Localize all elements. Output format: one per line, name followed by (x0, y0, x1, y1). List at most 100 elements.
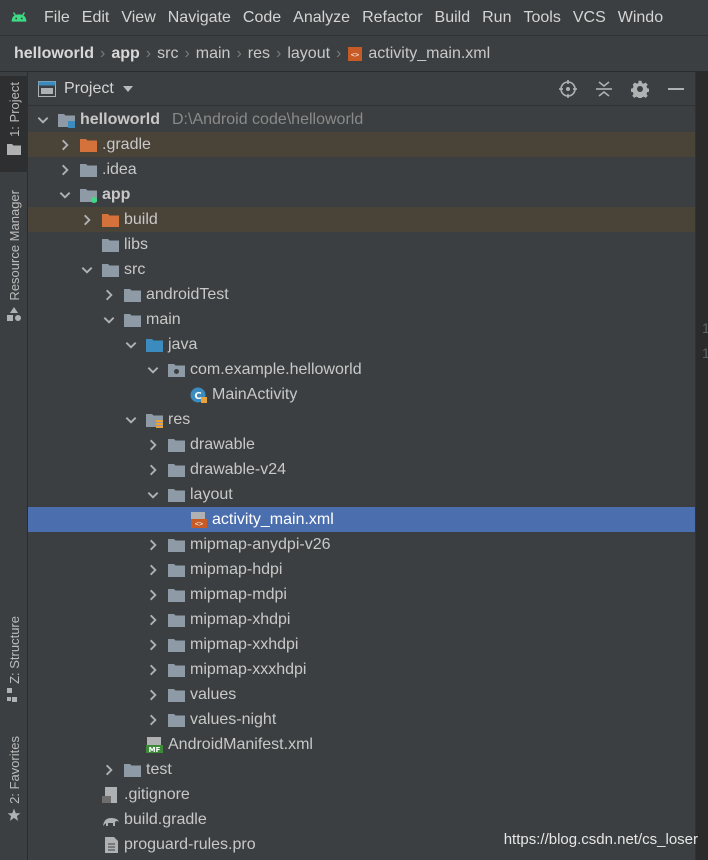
tree-node-main[interactable]: main (28, 307, 695, 332)
breadcrumb-item[interactable]: res (247, 44, 271, 62)
tree-node-values-night[interactable]: values-night (28, 707, 695, 732)
tree-node-label: test (146, 760, 172, 778)
menu-item-code[interactable]: Code (242, 8, 282, 26)
tree-node-layout[interactable]: layout (28, 482, 695, 507)
chevron-right-icon[interactable] (146, 613, 160, 627)
tree-node-build-gradle[interactable]: build.gradle (28, 807, 695, 832)
menu-item-windo[interactable]: Windo (617, 8, 664, 26)
chevron-right-icon[interactable] (80, 213, 94, 227)
folder-orange-icon (102, 213, 119, 227)
chevron-right-icon[interactable] (146, 438, 160, 452)
tree-node-activity-main-xml[interactable]: <>activity_main.xml (28, 507, 695, 532)
res-folder-icon (146, 413, 163, 428)
tree-node-label: mipmap-xxhdpi (190, 635, 299, 653)
collapse-all-button[interactable] (593, 78, 615, 100)
chevron-right-icon[interactable] (146, 588, 160, 602)
breadcrumb-item[interactable]: app (111, 44, 140, 62)
chevron-right-icon[interactable] (146, 663, 160, 677)
chevron-down-icon[interactable] (36, 113, 50, 127)
chevron-down-icon[interactable] (124, 338, 138, 352)
tree-node-libs[interactable]: libs (28, 232, 695, 257)
tree-node-values[interactable]: values (28, 682, 695, 707)
menu-item-view[interactable]: View (121, 8, 156, 26)
tree-node-mipmap-xxhdpi[interactable]: mipmap-xxhdpi (28, 632, 695, 657)
chevron-right-icon[interactable] (102, 288, 116, 302)
tree-node-path: D:\Android code\helloworld (172, 110, 364, 128)
watermark: https://blog.csdn.net/cs_loser (503, 831, 698, 848)
menu-item-analyze[interactable]: Analyze (293, 8, 351, 26)
menu-item-navigate[interactable]: Navigate (167, 8, 231, 26)
settings-button[interactable] (629, 78, 651, 100)
chevron-right-icon[interactable] (58, 138, 72, 152)
tree-node-mipmap-anydpi-v26[interactable]: mipmap-anydpi-v26 (28, 532, 695, 557)
breadcrumb-item[interactable]: helloworld (14, 44, 94, 62)
folder-icon (102, 238, 119, 252)
menu-item-tools[interactable]: Tools (523, 8, 561, 26)
tree-node-mipmap-xhdpi[interactable]: mipmap-xhdpi (28, 607, 695, 632)
menu-item-vcs[interactable]: VCS (572, 8, 606, 26)
project-tool-tab[interactable]: 1: Project (0, 76, 28, 172)
chevron-right-icon[interactable] (146, 563, 160, 577)
tree-node-build[interactable]: build (28, 207, 695, 232)
tree-node-com-example-helloworld[interactable]: com.example.helloworld (28, 357, 695, 382)
structure-tool-tab-label: Z: Structure (6, 616, 22, 684)
breadcrumb-item[interactable]: main (195, 44, 231, 62)
menu-item-run[interactable]: Run (482, 8, 512, 26)
tree-node-drawable-v24[interactable]: drawable-v24 (28, 457, 695, 482)
tree-node-mipmap-hdpi[interactable]: mipmap-hdpi (28, 557, 695, 582)
chevron-down-icon[interactable] (102, 313, 116, 327)
project-view-icon (38, 80, 56, 97)
tree-node-drawable[interactable]: drawable (28, 432, 695, 457)
chevron-down-icon[interactable] (58, 188, 72, 202)
tree-node-androidtest[interactable]: androidTest (28, 282, 695, 307)
structure-tool-tab[interactable]: Z: Structure (0, 612, 28, 712)
hide-panel-button[interactable] (665, 78, 687, 100)
tree-node-mipmap-mdpi[interactable]: mipmap-mdpi (28, 582, 695, 607)
folder-icon (102, 263, 119, 277)
tree-node-mipmap-xxxhdpi[interactable]: mipmap-xxxhdpi (28, 657, 695, 682)
chevron-right-icon[interactable] (58, 163, 72, 177)
tree-node-app[interactable]: app (28, 182, 695, 207)
breadcrumb-item[interactable]: src (157, 44, 179, 62)
tree-node-gitignore[interactable]: .gitignore (28, 782, 695, 807)
class-icon: C (190, 387, 207, 403)
menu-item-refactor[interactable]: Refactor (362, 8, 423, 26)
menu-item-edit[interactable]: Edit (81, 8, 110, 26)
locate-file-button[interactable] (557, 78, 579, 100)
chevron-right-icon[interactable] (146, 463, 160, 477)
chevron-down-icon[interactable] (80, 263, 94, 277)
resource-manager-tool-tab[interactable]: Resource Manager (0, 184, 28, 334)
breadcrumb-item[interactable]: layout (287, 44, 331, 62)
breadcrumb-item[interactable]: activity_main.xml (368, 44, 491, 62)
package-icon (168, 363, 185, 377)
breadcrumb-separator-icon: › (336, 44, 342, 62)
chevron-right-icon[interactable] (146, 688, 160, 702)
chevron-right-icon[interactable] (146, 538, 160, 552)
gradle-icon (103, 817, 119, 826)
chevron-down-icon[interactable] (122, 85, 134, 93)
tree-node-label: mipmap-hdpi (190, 560, 283, 578)
tree-node-label: drawable (190, 435, 255, 453)
menu-item-file[interactable]: File (44, 8, 70, 26)
chevron-right-icon[interactable] (146, 638, 160, 652)
tree-node-src[interactable]: src (28, 257, 695, 282)
tree-node-res[interactable]: res (28, 407, 695, 432)
chevron-right-icon[interactable] (146, 713, 160, 727)
breadcrumb-separator-icon: › (236, 44, 242, 62)
chevron-down-icon[interactable] (146, 363, 160, 377)
menu-item-build[interactable]: Build (434, 8, 471, 26)
chevron-down-icon[interactable] (146, 488, 160, 502)
tree-node-proguard-rules-pro[interactable]: proguard-rules.pro (28, 832, 695, 857)
tree-node-gradle[interactable]: .gradle (28, 132, 695, 157)
tree-node-idea[interactable]: .idea (28, 157, 695, 182)
breadcrumb-separator-icon: › (145, 44, 152, 62)
chevron-right-icon[interactable] (102, 763, 116, 777)
chevron-down-icon[interactable] (124, 413, 138, 427)
project-view-selector[interactable]: Project (64, 79, 114, 97)
favorites-tool-tab[interactable]: 2: Favorites (0, 732, 28, 832)
tree-node-java[interactable]: java (28, 332, 695, 357)
tree-node-test[interactable]: test (28, 757, 695, 782)
